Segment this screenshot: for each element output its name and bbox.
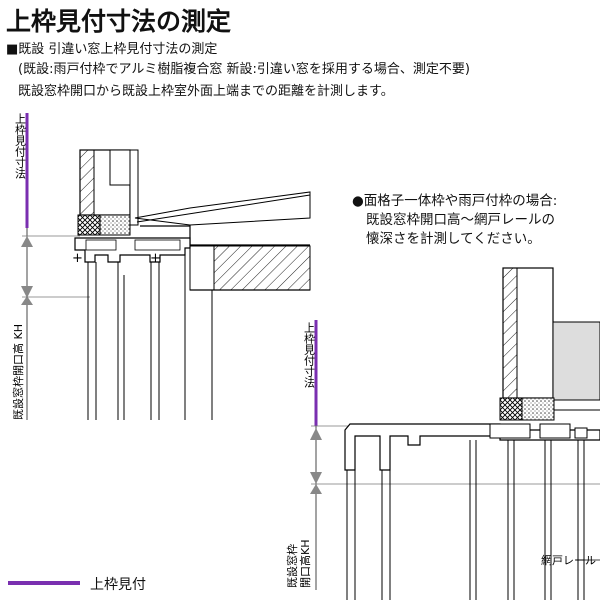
note-box: ●面格子一体枠や雨戸付枠の場合: 既設窓枠開口高～網戸レールの 懐深さを計測して…	[352, 192, 557, 249]
subtitle-line1: ■既設 引違い窓上枠見付寸法の測定	[6, 42, 218, 57]
svg-text:+: +	[72, 251, 83, 266]
screen-rail-label: 網戸レール	[541, 553, 596, 567]
note-line3: 懐深さを計測してください。	[366, 231, 541, 247]
left-top-label: 上枠見付寸法	[14, 113, 27, 179]
subtitle-line3: 既設窓枠開口から既設上枠室外面上端までの距離を計測します。	[18, 84, 394, 99]
right-kh-label-line2: 開口高KH	[298, 540, 312, 589]
right-arrow-up-2	[310, 484, 322, 494]
subtitle-line2: (既設:雨戸付枠でアルミ樹脂複合窓 新設:引違い窓を採用する場合、測定不要)	[18, 62, 470, 77]
legend-label: 上枠見付	[90, 577, 146, 593]
right-arrow-down	[310, 472, 322, 484]
left-diagram: + +	[21, 113, 311, 420]
note-line2: 既設窓枠開口高～網戸レールの	[366, 212, 555, 228]
right-kh-label-line1: 既設窓枠	[285, 544, 299, 588]
page-title: 上枠見付寸法の測定	[6, 7, 232, 36]
left-kh-label: 既設窓枠開口高 KH	[11, 324, 25, 420]
legend-swatch	[8, 581, 80, 585]
left-arrow-up	[21, 236, 33, 247]
left-arrow-up-2	[21, 296, 33, 305]
right-diagram	[310, 267, 600, 600]
svg-text:+: +	[150, 251, 161, 266]
right-arrow-up	[310, 428, 322, 440]
right-top-label: 上枠見付寸法	[303, 322, 316, 388]
left-arrow-down	[21, 286, 33, 298]
note-line1: ●面格子一体枠や雨戸付枠の場合:	[352, 193, 558, 209]
